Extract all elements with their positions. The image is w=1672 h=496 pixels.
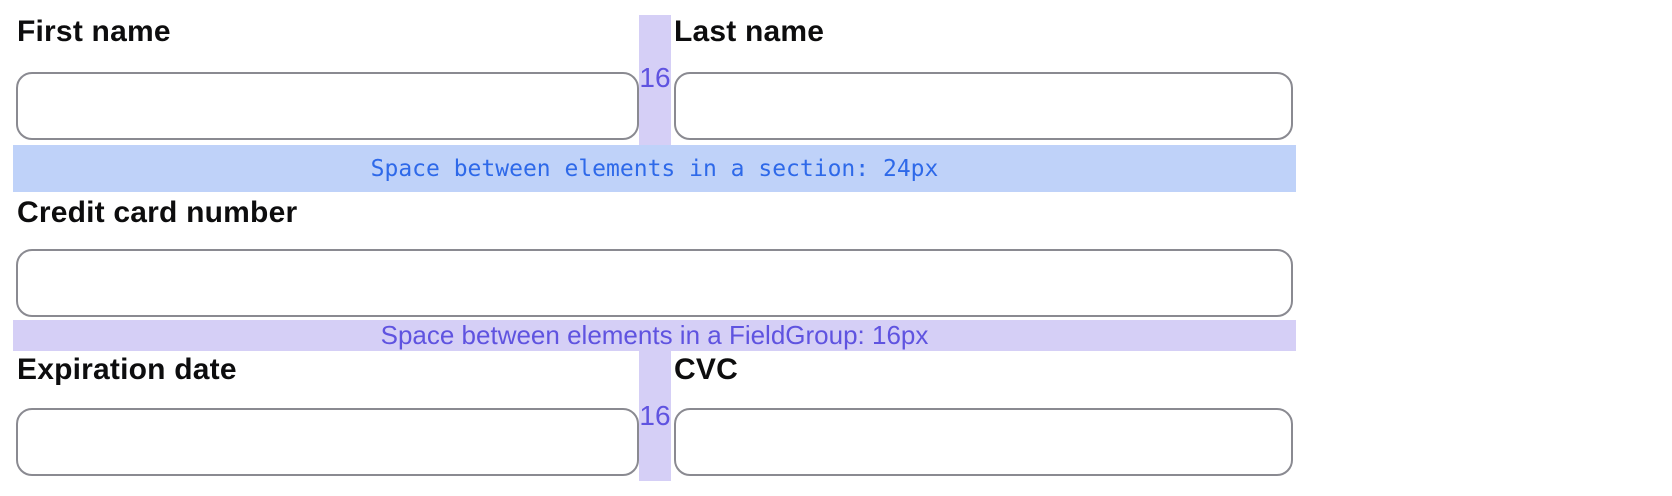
credit-card-number-label: Credit card number: [17, 196, 298, 229]
section-gap-annotation: Space between elements in a section: 24p…: [370, 155, 939, 182]
first-name-label: First name: [17, 15, 171, 48]
column-gap-value-row3: 16: [639, 400, 671, 431]
credit-card-number-input[interactable]: [16, 249, 1293, 317]
fieldgroup-gap-band: Space between elements in a FieldGroup: …: [13, 320, 1296, 351]
column-gap-highlight-row1: [639, 15, 671, 145]
cvc-label: CVC: [674, 353, 738, 386]
cvc-input[interactable]: [674, 408, 1293, 476]
expiration-date-input[interactable]: [16, 408, 639, 476]
column-gap-highlight-row3: [639, 351, 671, 481]
last-name-label: Last name: [674, 15, 825, 48]
column-gap-value-row1: 16: [639, 62, 671, 93]
first-name-input[interactable]: [16, 72, 639, 140]
fieldgroup-gap-annotation: Space between elements in a FieldGroup: …: [380, 320, 929, 350]
last-name-input[interactable]: [674, 72, 1293, 140]
expiration-date-label: Expiration date: [17, 353, 237, 386]
section-gap-band: Space between elements in a section: 24p…: [13, 145, 1296, 192]
